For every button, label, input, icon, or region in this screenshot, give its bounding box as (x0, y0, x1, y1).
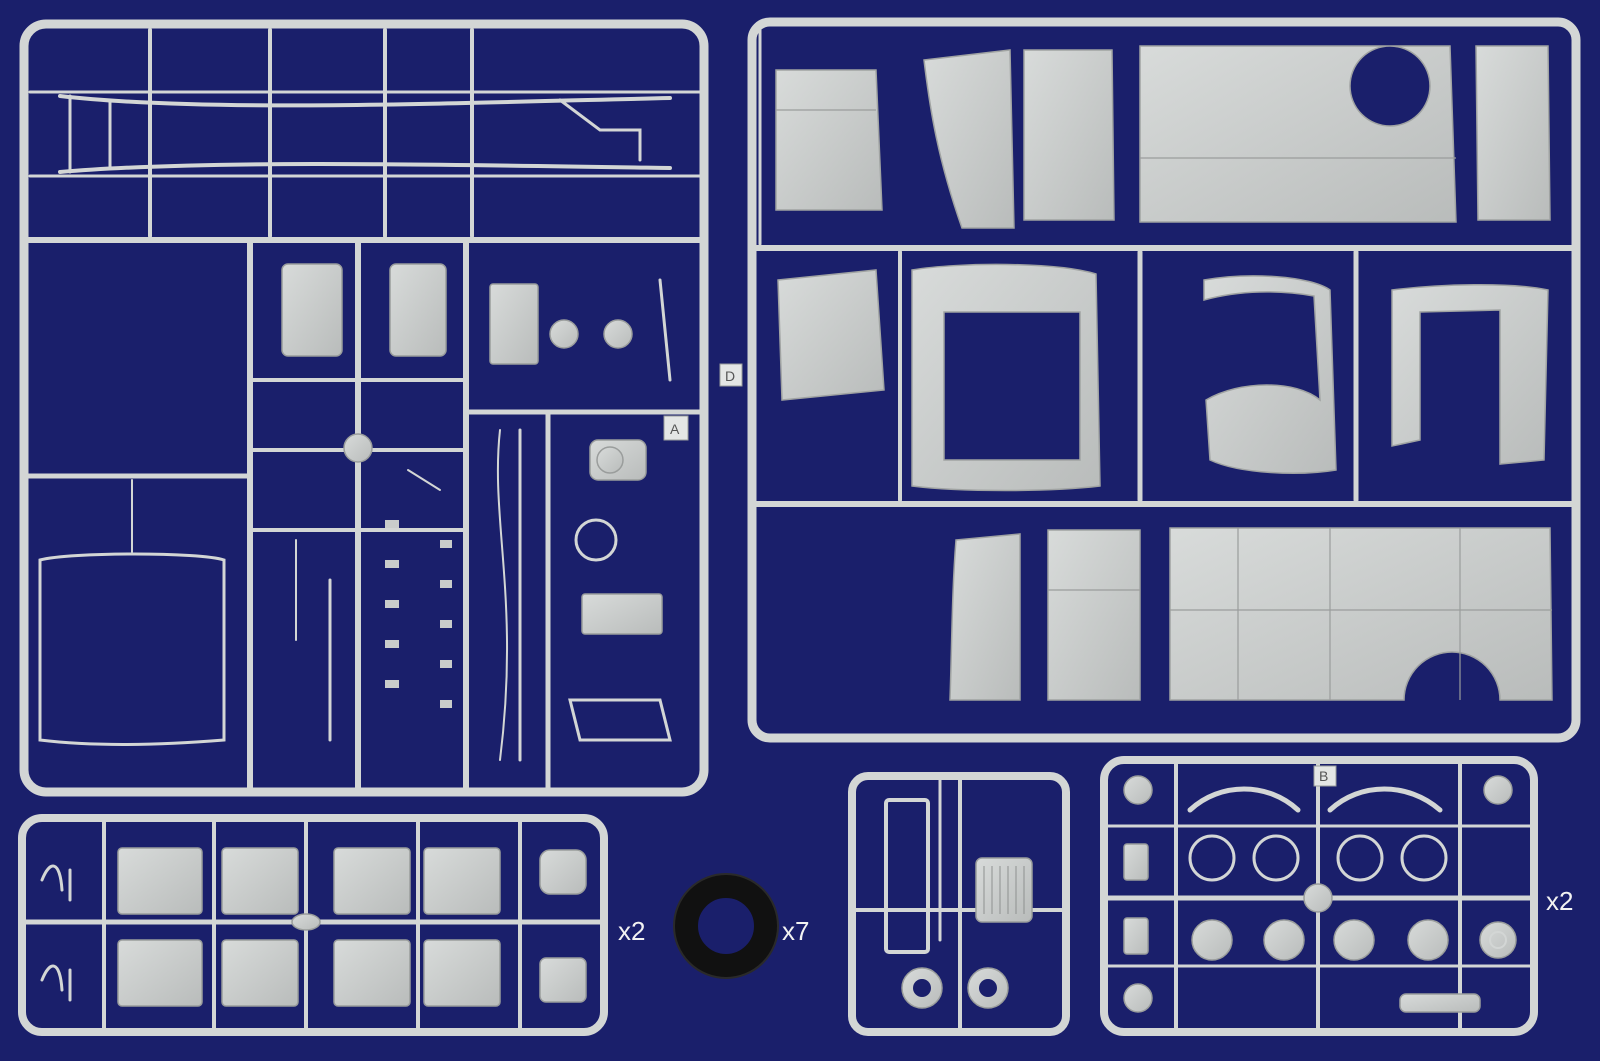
seat-3 (333, 847, 411, 915)
rear-door-panel-lower (1047, 529, 1141, 701)
spare-hub (1479, 921, 1517, 959)
chassis-parts (281, 263, 663, 635)
radiator-grille (975, 857, 1033, 923)
grille-parts (884, 798, 1033, 1009)
hubcap-3 (1123, 983, 1153, 1013)
hub-part-1 (549, 319, 579, 349)
fender-part (1203, 275, 1337, 474)
chassis-small-bits (385, 520, 452, 708)
wheel-disc-2 (1263, 919, 1305, 961)
sprue-letter-d: D (725, 368, 735, 384)
grille-bars (983, 866, 1025, 914)
seats-quantity-label: x2 (618, 916, 645, 946)
side-body-panel-top (1139, 45, 1457, 223)
gear-part (596, 446, 624, 474)
sprue-body (747, 17, 1581, 743)
cab-front-frame (911, 263, 1101, 492)
seat-parts (117, 847, 587, 1007)
wheel-rims (1188, 834, 1507, 949)
battery-part (581, 593, 663, 635)
sprue-chassis (19, 19, 709, 797)
wheel-disc-3 (1333, 919, 1375, 961)
cushion-part-2 (539, 957, 587, 1003)
bumper-part (1399, 993, 1481, 1013)
sprue-letter-tag-a: A (663, 415, 689, 441)
cab-side-panel (923, 49, 1015, 229)
body-panels (775, 45, 1553, 701)
seat-6 (221, 939, 299, 1007)
door-panel-front-left (775, 69, 883, 211)
grille-surround-part (777, 269, 885, 401)
lamp-part-2 (1123, 917, 1149, 955)
sprue-hub (291, 913, 321, 931)
seat-4 (423, 847, 501, 915)
sprue-letter-a: A (670, 421, 680, 437)
engine-block-right (389, 263, 447, 357)
wheels-quantity-label: x2 (1546, 886, 1573, 916)
wheel-disc-4 (1407, 919, 1449, 961)
seat-8 (423, 939, 501, 1007)
sprue-letter-b: B (1319, 768, 1328, 784)
seat-2 (221, 847, 299, 915)
hubcap-2 (1483, 775, 1513, 805)
centre-hub (1303, 883, 1333, 913)
seat-5 (117, 939, 203, 1007)
door-panel-front-right (949, 533, 1021, 701)
engine-block-left (281, 263, 343, 357)
sprue-letter-tag-b: B (1313, 765, 1337, 787)
sprue-letter-tag-d: D (719, 363, 743, 387)
tire (673, 873, 779, 979)
round-part (343, 433, 373, 463)
tire-quantity-label: x7 (782, 916, 809, 946)
wheel-parts (1123, 775, 1517, 1013)
windscreen-frame (884, 798, 930, 954)
cushion-part-1 (539, 849, 587, 895)
seat-1 (117, 847, 203, 915)
wheel-disc-1 (1191, 919, 1233, 961)
body-panel-lines (776, 109, 1552, 700)
hubcap-1 (1123, 775, 1153, 805)
roof-frame-part (1391, 283, 1549, 465)
rear-panel-top (1475, 45, 1551, 221)
rear-door-panel (1023, 49, 1115, 221)
lamp-part-1 (1123, 843, 1149, 881)
hub-part-2 (603, 319, 633, 349)
seat-7 (333, 939, 411, 1007)
side-body-panel-bottom (1169, 527, 1553, 701)
steering-wheel-part (574, 518, 618, 562)
plate-part (489, 283, 539, 365)
